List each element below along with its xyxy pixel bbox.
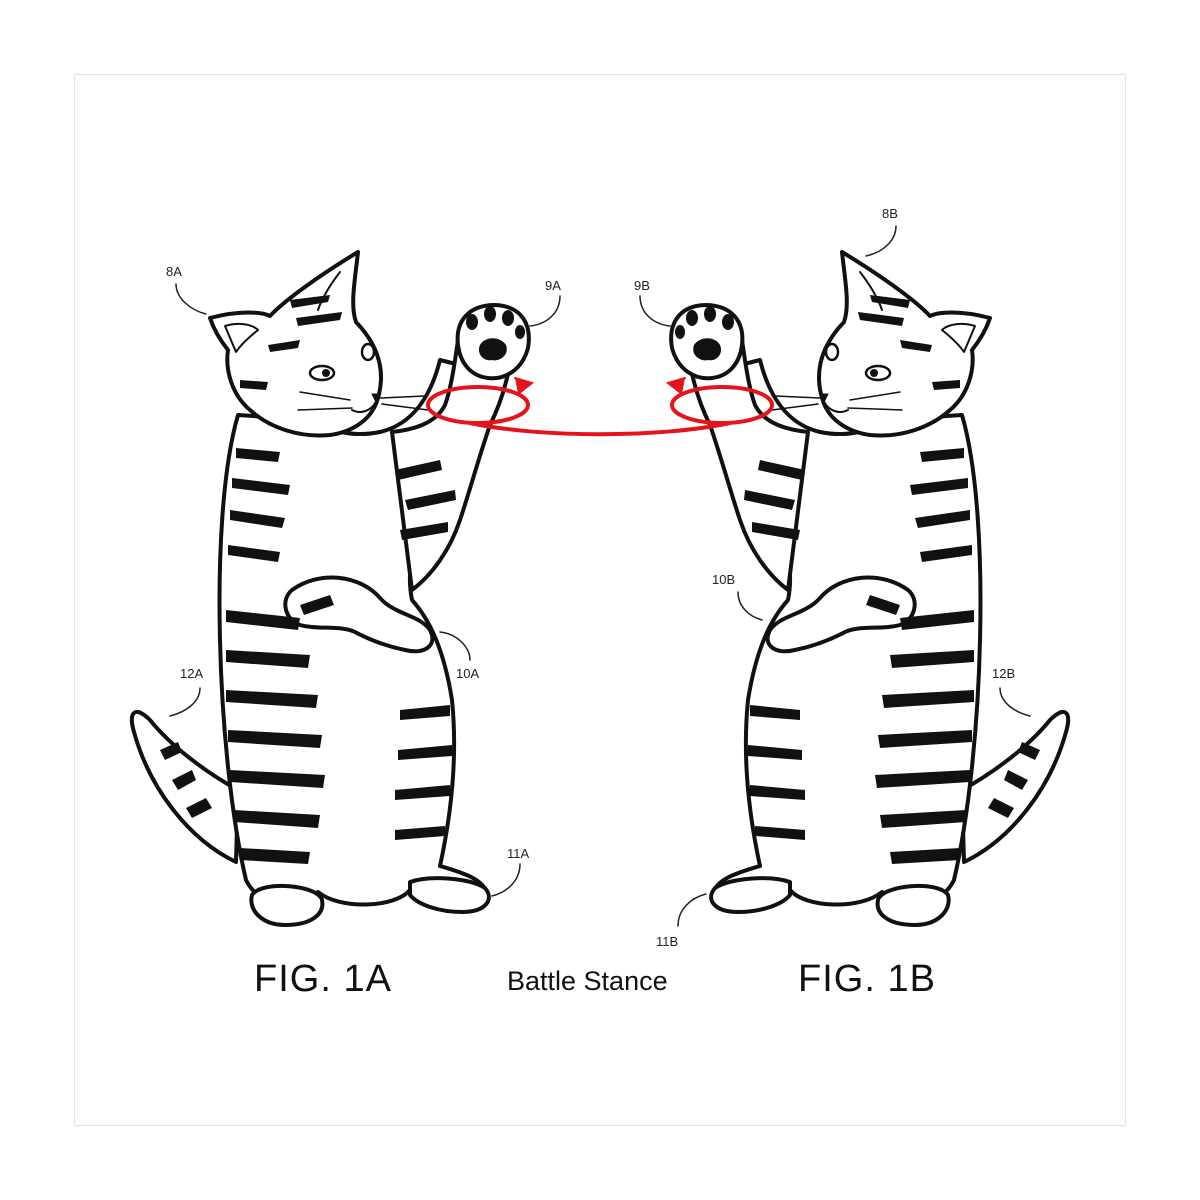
label-8a: 8A: [166, 264, 182, 279]
cat-a-eye: [360, 342, 376, 362]
cat-a-tail: [129, 709, 240, 864]
cat-b-stripes: [744, 295, 1040, 864]
cat-b-front-leg: [765, 575, 917, 654]
label-11a: 11A: [507, 846, 530, 861]
label-11b: 11B: [656, 934, 679, 949]
red-loop-connector: [426, 377, 774, 437]
figure-title-left: FIG. 1A: [254, 958, 392, 1000]
arrowhead-right: [514, 377, 535, 395]
label-10b: 10B: [712, 572, 736, 587]
cat-b-tail: [960, 709, 1071, 864]
cat-b-eye: [824, 342, 840, 362]
figure-title-right: FIG. 1B: [798, 958, 936, 1000]
leader-lines: [169, 225, 1031, 927]
cat-a-figure: [129, 250, 531, 927]
caption-title: Battle Stance: [507, 966, 668, 996]
cat-a-hind-foot: [408, 876, 491, 914]
cat-b-figure: [669, 250, 1071, 927]
label-8b: 8B: [882, 206, 898, 221]
arrowhead-left: [665, 377, 686, 395]
cat-b-hind-foot: [709, 876, 792, 914]
label-9b: 9B: [634, 278, 650, 293]
cat-a-stripes: [160, 295, 456, 864]
connecting-cord: [468, 421, 732, 437]
cat-a-front-leg: [283, 575, 435, 654]
cat-b-hind-foot: [875, 883, 951, 927]
cat-a-hind-foot: [249, 883, 325, 927]
label-10a: 10A: [456, 666, 480, 681]
label-12b: 12B: [992, 666, 1016, 681]
label-12a: 12A: [180, 666, 204, 681]
cat-a-ear-inner: [224, 322, 259, 353]
label-9a: 9A: [545, 278, 561, 293]
